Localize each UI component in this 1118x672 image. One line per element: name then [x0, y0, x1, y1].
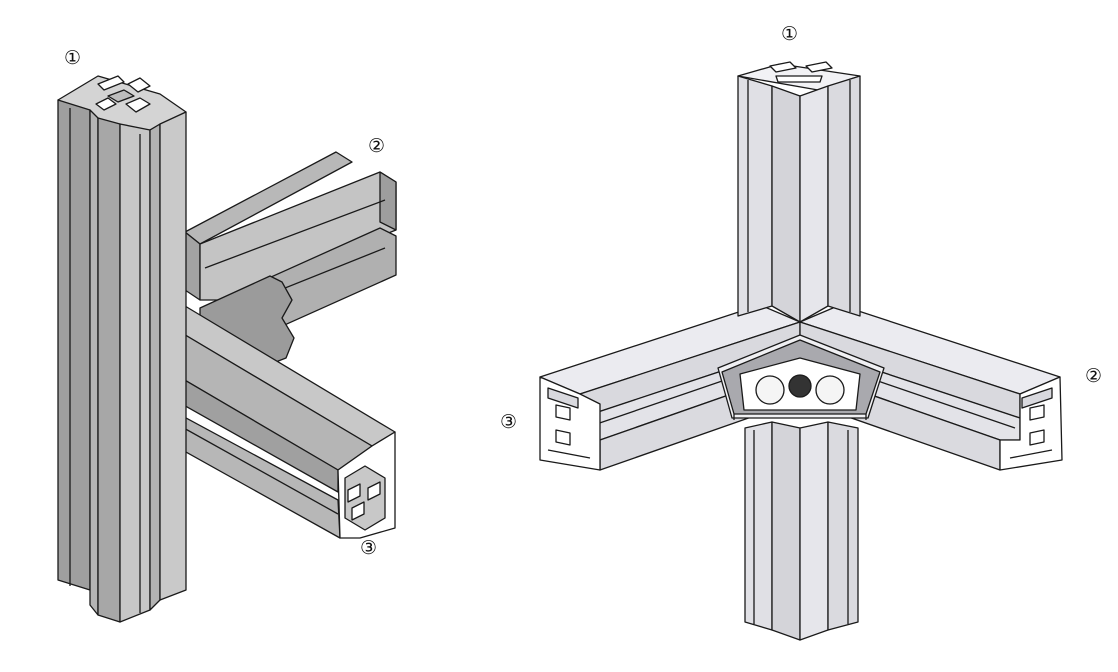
right-assembly: ① ② ③ [500, 23, 1102, 641]
right-label-right-arm: ② [1085, 365, 1102, 387]
left-label-lower-arm: ③ [360, 537, 377, 559]
connector-pin-right [815, 375, 845, 405]
left-assembly: ① ② ③ [57, 47, 397, 623]
connector-ball [788, 374, 812, 398]
right-corner-connector-cutaway [717, 334, 885, 420]
left-label-vertical: ① [64, 47, 81, 69]
left-vertical-profile [57, 75, 187, 623]
right-label-vertical: ① [781, 23, 798, 45]
connector-pin-left [755, 375, 785, 405]
right-vertical-profile [737, 61, 861, 641]
left-label-upper-arm: ② [368, 135, 385, 157]
right-label-left-arm: ③ [500, 411, 517, 433]
